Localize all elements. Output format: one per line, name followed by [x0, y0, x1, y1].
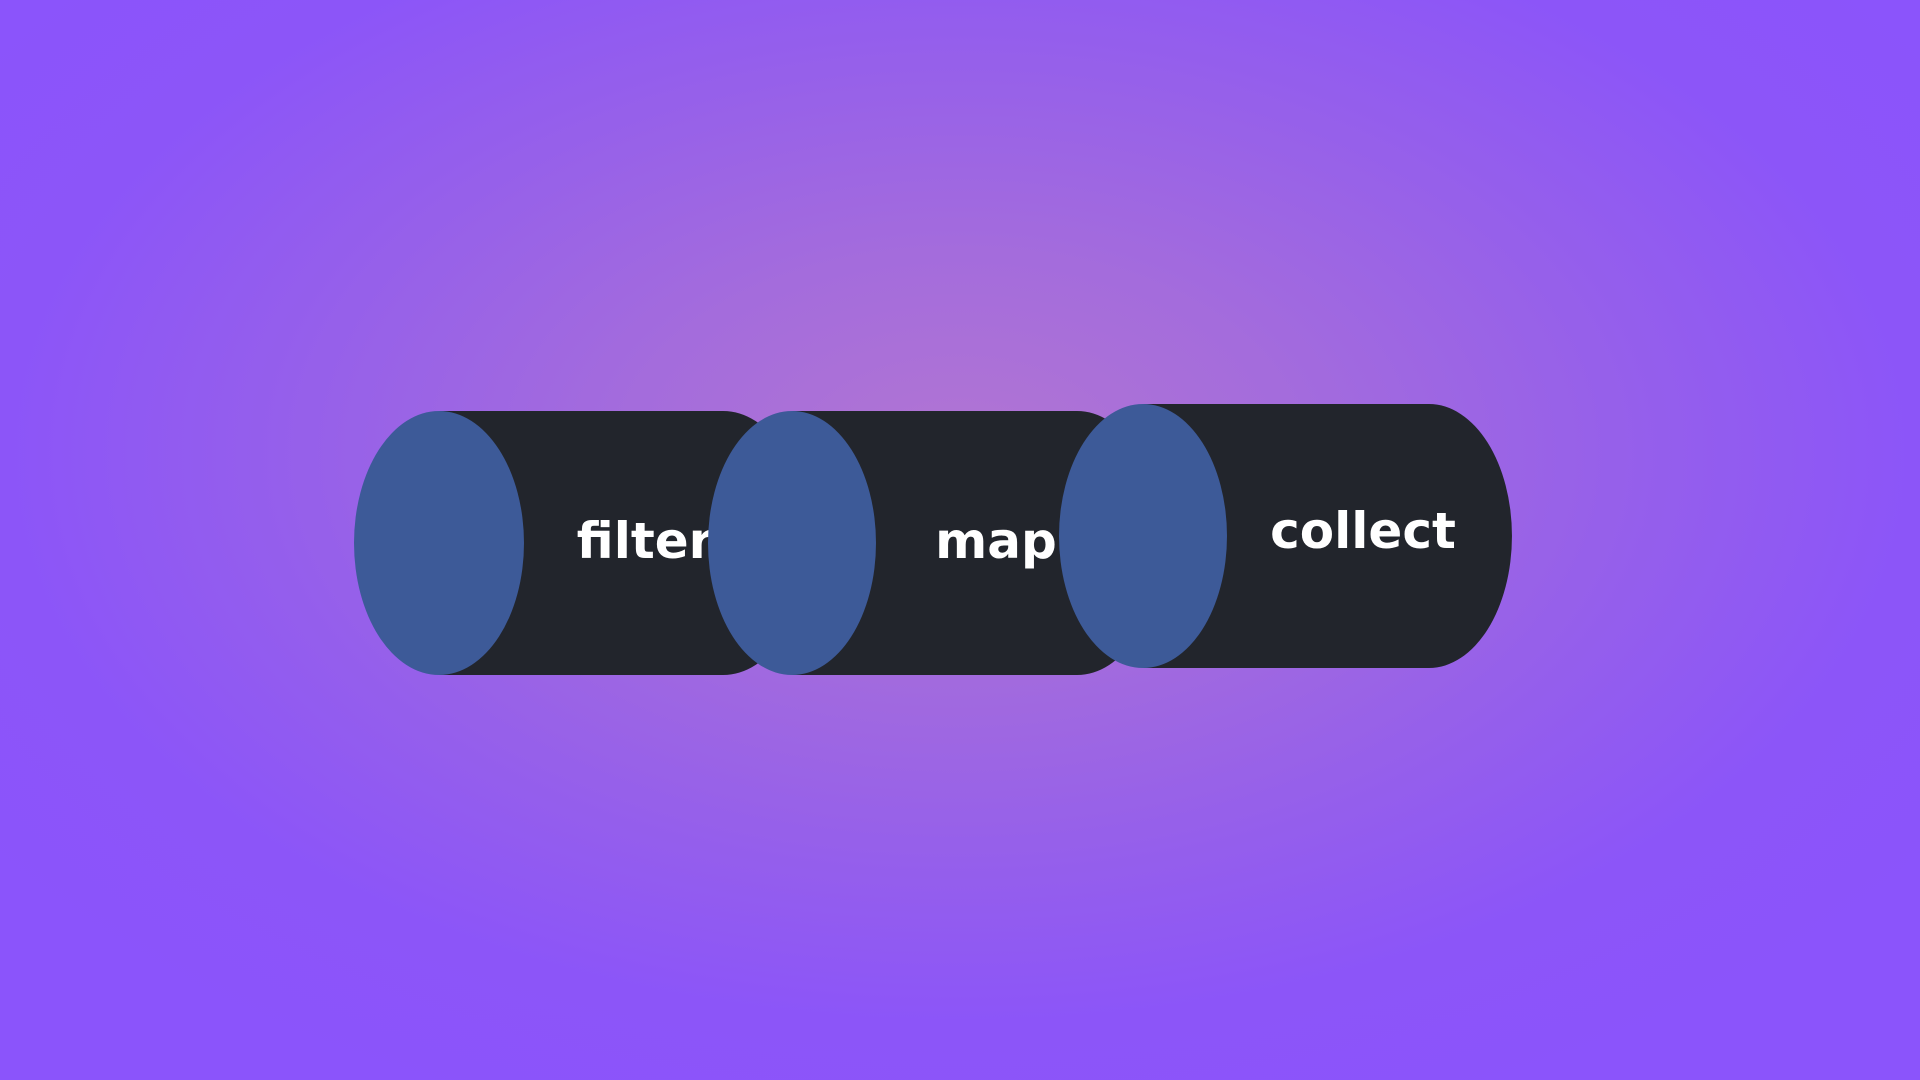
stage-collect-front-face	[1059, 404, 1227, 668]
stage-collect-label: collect	[1270, 502, 1456, 560]
stage-map-front-face	[708, 411, 876, 675]
stage-filter-body	[439, 411, 808, 675]
stage-collect-body	[1143, 404, 1512, 668]
stage-map: map	[708, 411, 1161, 675]
stage-map-label: map	[935, 512, 1057, 570]
stage-filter-label: filter	[577, 512, 714, 570]
stage-filter-front-face	[354, 411, 524, 675]
stage-filter: filter	[354, 411, 808, 675]
stage-collect: collect	[1059, 404, 1512, 668]
